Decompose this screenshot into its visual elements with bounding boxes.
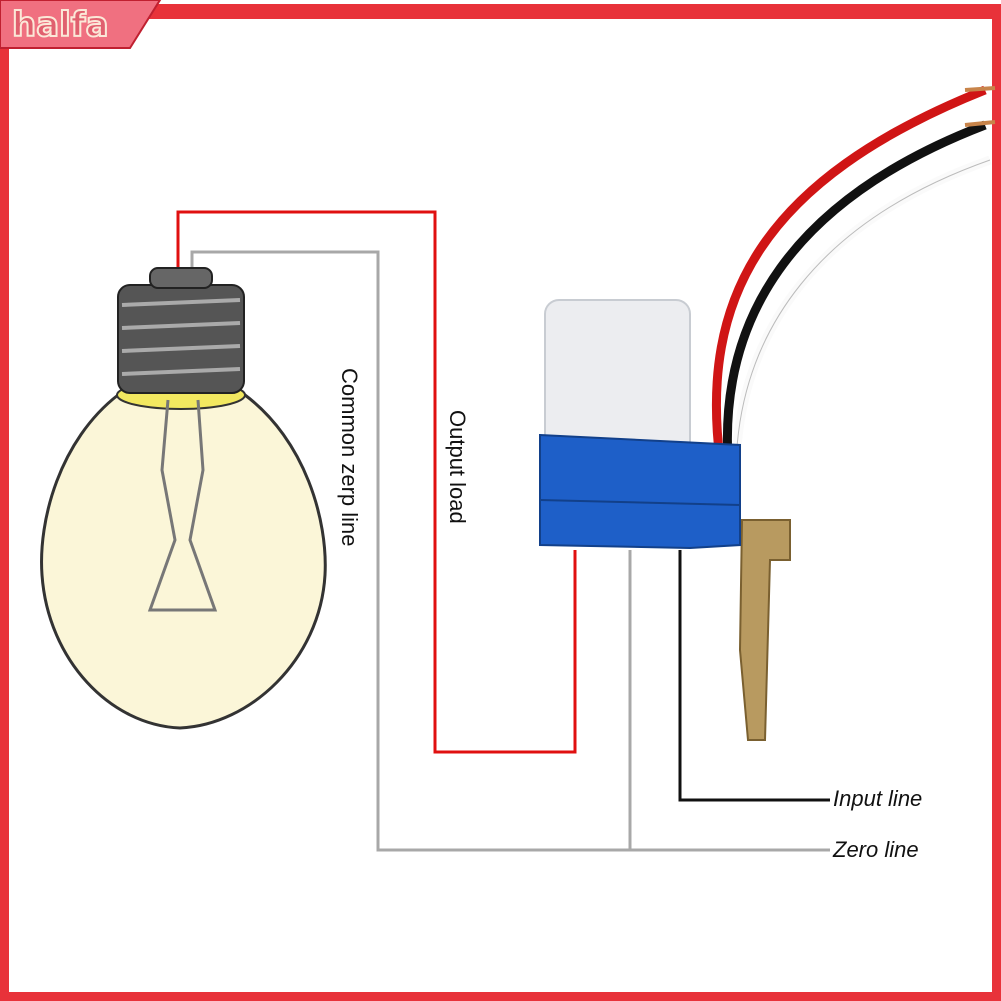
light-sensor-switch [539, 85, 996, 741]
input-wire [678, 550, 830, 802]
zero-line-label: Zero line [832, 837, 919, 862]
logo-badge: halfa [0, 0, 162, 49]
logo-text: halfa [12, 5, 109, 45]
output-load-label: Output load [445, 410, 470, 524]
light-bulb [40, 267, 327, 730]
common-zero-wire [190, 250, 830, 852]
red-frame [0, 4, 1001, 1001]
output-load-wire [176, 210, 577, 754]
common-zero-line-label: Common zerp line [337, 368, 362, 547]
input-line-label: Input line [833, 786, 922, 811]
